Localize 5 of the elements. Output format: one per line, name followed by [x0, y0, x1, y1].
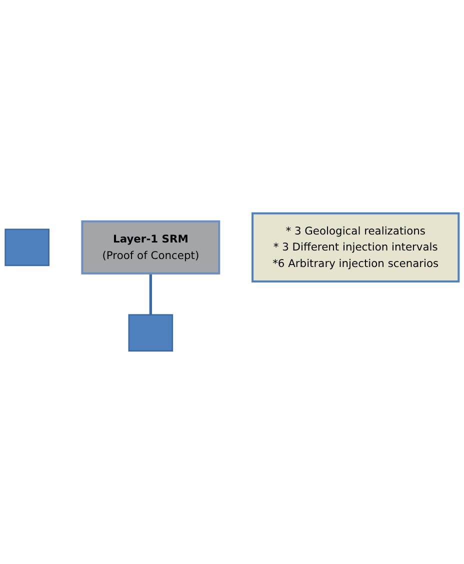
- node-box: [128, 314, 174, 352]
- connector: [149, 273, 152, 315]
- node-box: * 3 Geological realizations * 3 Different injection intervals *6 Arbitrary injection scenarios: [252, 212, 460, 282]
- node-box: Layer-1 SRM (Proof of Concept): [81, 220, 220, 274]
- node-box: [4, 228, 50, 266]
